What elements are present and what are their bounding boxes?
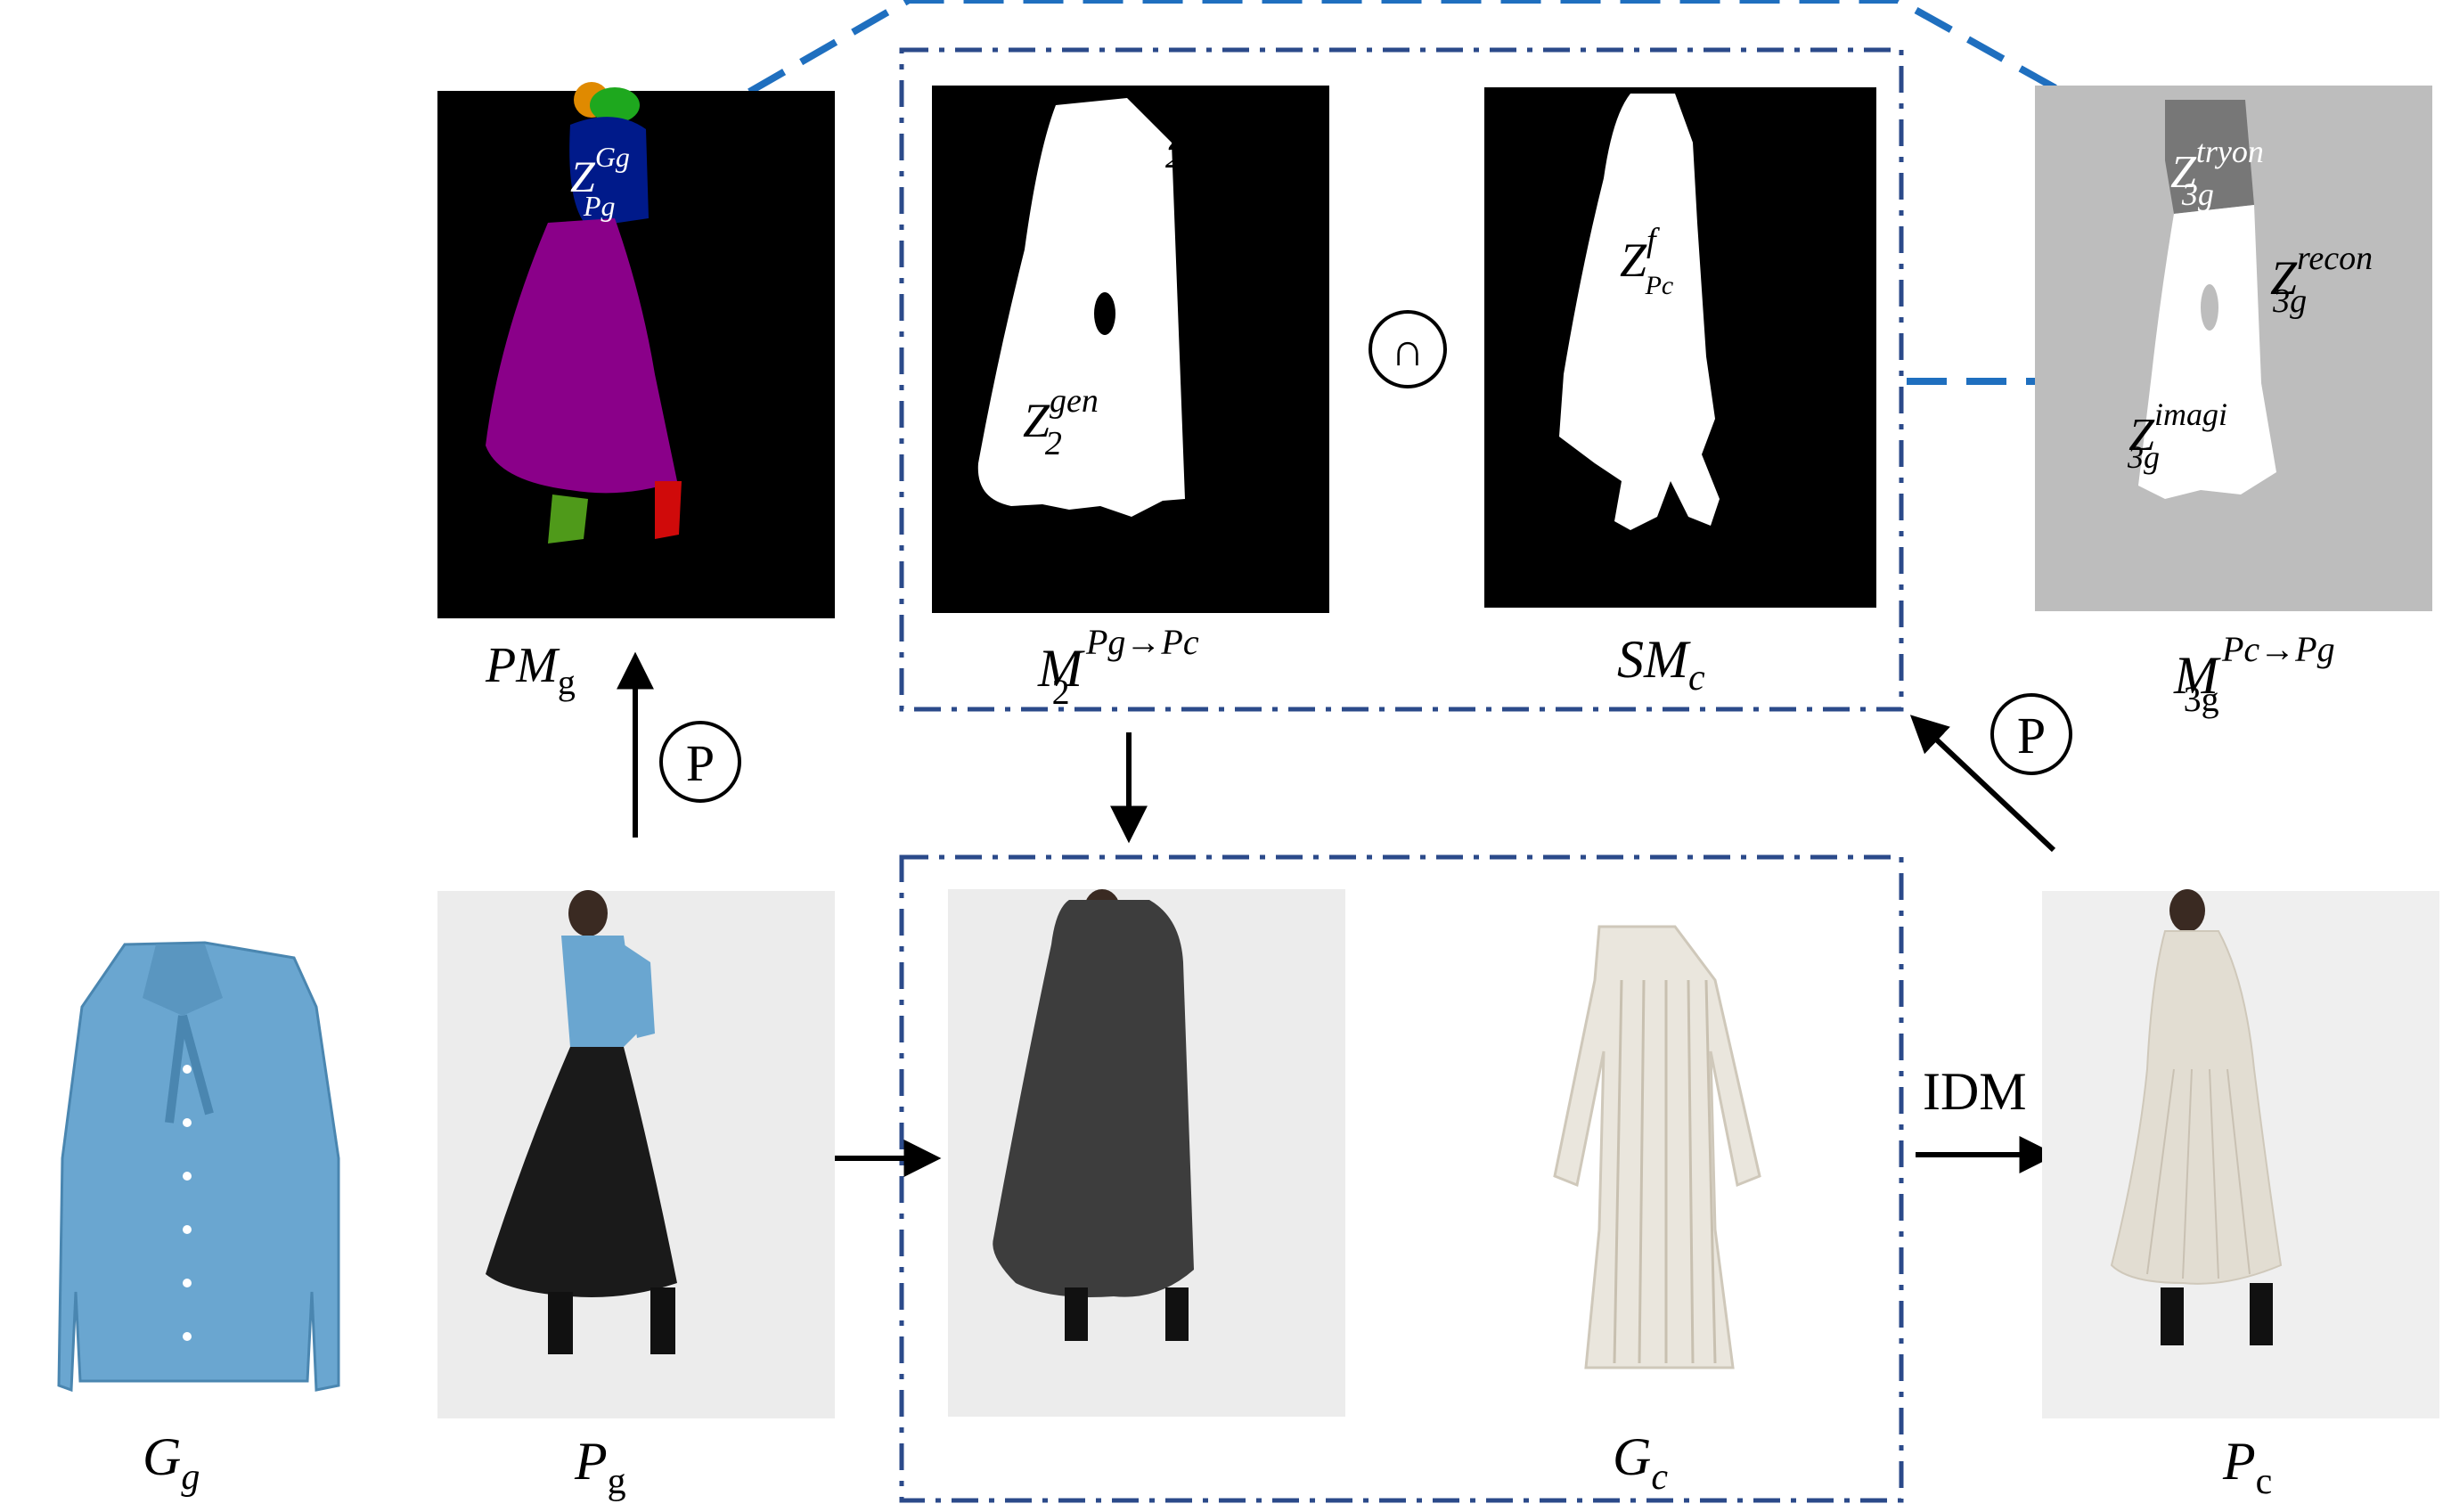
label-sm-c: SMc bbox=[1617, 630, 1705, 699]
svg-text:∩: ∩ bbox=[1391, 325, 1425, 376]
label-p-c: Pc bbox=[2222, 1432, 2272, 1502]
svg-text:P: P bbox=[686, 734, 715, 792]
input-group-box bbox=[899, 854, 1904, 1503]
arrow-pc-to-masks bbox=[1909, 715, 2056, 853]
garment-gc-image bbox=[1553, 925, 1761, 1369]
masked-person-image bbox=[948, 889, 1345, 1417]
svg-text:P: P bbox=[2017, 707, 2046, 764]
person-pg-image bbox=[437, 890, 835, 1418]
mask-group-box bbox=[899, 47, 1904, 712]
blue-dashed-top-connector bbox=[644, 0, 2165, 155]
label-g-g: Gg bbox=[143, 1427, 200, 1498]
garment-gg-image bbox=[57, 941, 340, 1393]
parser-symbol-right: P bbox=[1990, 693, 2072, 775]
person-pc-image bbox=[2042, 889, 2439, 1418]
label-pm-g: PMg bbox=[485, 638, 576, 702]
label-p-g: Pg bbox=[574, 1432, 626, 1502]
idm-label: IDM bbox=[1923, 1062, 2027, 1121]
intersection-operator: ∩ bbox=[1369, 310, 1447, 388]
parser-symbol-left: P bbox=[659, 721, 741, 803]
label-g-c: Gc bbox=[1613, 1427, 1668, 1498]
